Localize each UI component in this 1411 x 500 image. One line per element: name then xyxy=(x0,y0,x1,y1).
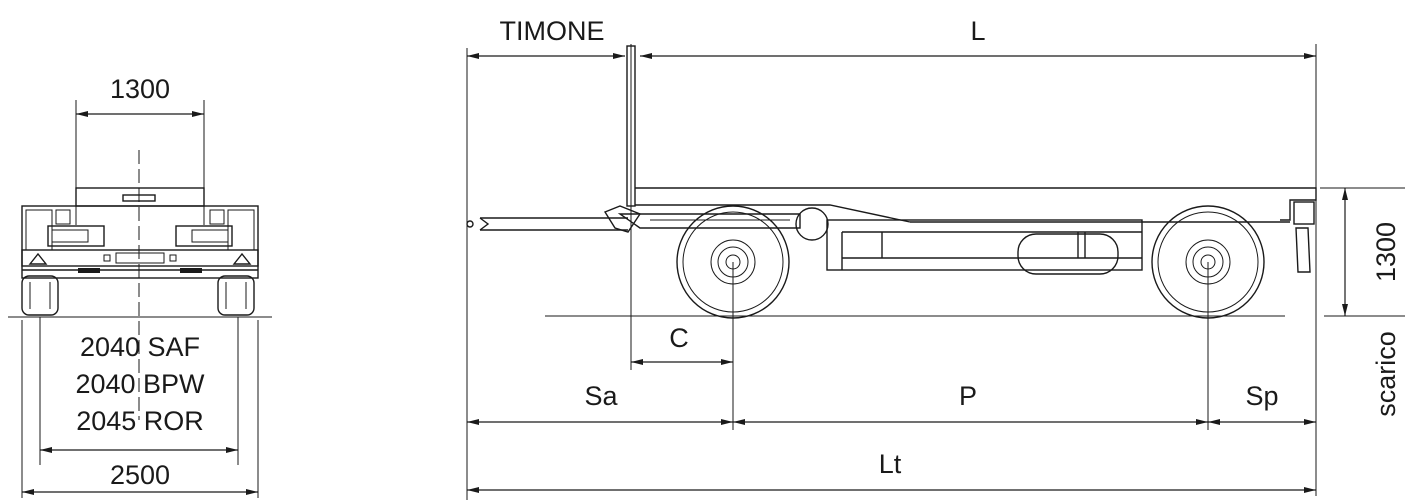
dim-timone-label: TIMONE xyxy=(500,16,605,46)
front-light-right-lens xyxy=(191,229,229,243)
mid-frame xyxy=(826,219,1143,271)
air-tank xyxy=(795,207,829,241)
front-reflector-left xyxy=(28,252,48,265)
dim-sa-label: Sa xyxy=(584,381,618,411)
front-plate xyxy=(115,252,165,264)
drawbar-ring xyxy=(466,220,474,228)
front-bracket-left xyxy=(55,209,71,225)
side-view: TIMONE L C Sa P Sp Lt 1300 scarico xyxy=(466,16,1405,500)
front-light-left-lens xyxy=(51,229,89,243)
front-mount-left xyxy=(78,268,100,273)
drawbar-hinge xyxy=(603,205,642,233)
front-light-right xyxy=(175,225,233,247)
deck-top xyxy=(635,187,1317,221)
rear-light xyxy=(1295,227,1311,273)
front-bumper xyxy=(21,249,259,267)
front-plate-bolt-left xyxy=(103,254,111,262)
front-chassis xyxy=(21,205,259,279)
front-wheel-left xyxy=(21,275,59,316)
dim-height-value: 1300 xyxy=(1371,222,1401,282)
fuel-tank xyxy=(1017,233,1119,275)
front-light-left xyxy=(47,225,105,247)
dim-c-label: C xyxy=(669,323,689,353)
front-plate-bolt-right xyxy=(169,254,177,262)
turntable xyxy=(617,213,801,229)
front-bracket-right xyxy=(209,209,225,225)
dim-p-label: P xyxy=(959,381,977,411)
dim-height-prefix: scarico xyxy=(1371,331,1401,417)
front-wheel-right xyxy=(217,275,255,316)
dim-lt-label: Lt xyxy=(879,449,902,479)
axle-label-saf: 2040 SAF xyxy=(80,332,200,362)
axle-label-bpw: 2040 BPW xyxy=(75,369,205,399)
front-view: 1300 2040 SAF 2040 BPW 2045 ROR 2500 xyxy=(8,74,272,498)
front-mount-right xyxy=(180,268,202,273)
front-reflector-right xyxy=(232,252,252,265)
drawbar-eye xyxy=(479,217,490,231)
deck-step xyxy=(790,204,911,223)
rear-bracket xyxy=(1293,201,1315,225)
dim-2500-label: 2500 xyxy=(110,460,170,490)
dim-sp-label: Sp xyxy=(1245,381,1278,411)
front-deck-plate xyxy=(122,194,156,202)
axle-label-ror: 2045 ROR xyxy=(76,406,204,436)
dim-1300-label: 1300 xyxy=(110,74,170,104)
front-top-deck xyxy=(75,187,205,207)
dim-l-label: L xyxy=(970,16,985,46)
